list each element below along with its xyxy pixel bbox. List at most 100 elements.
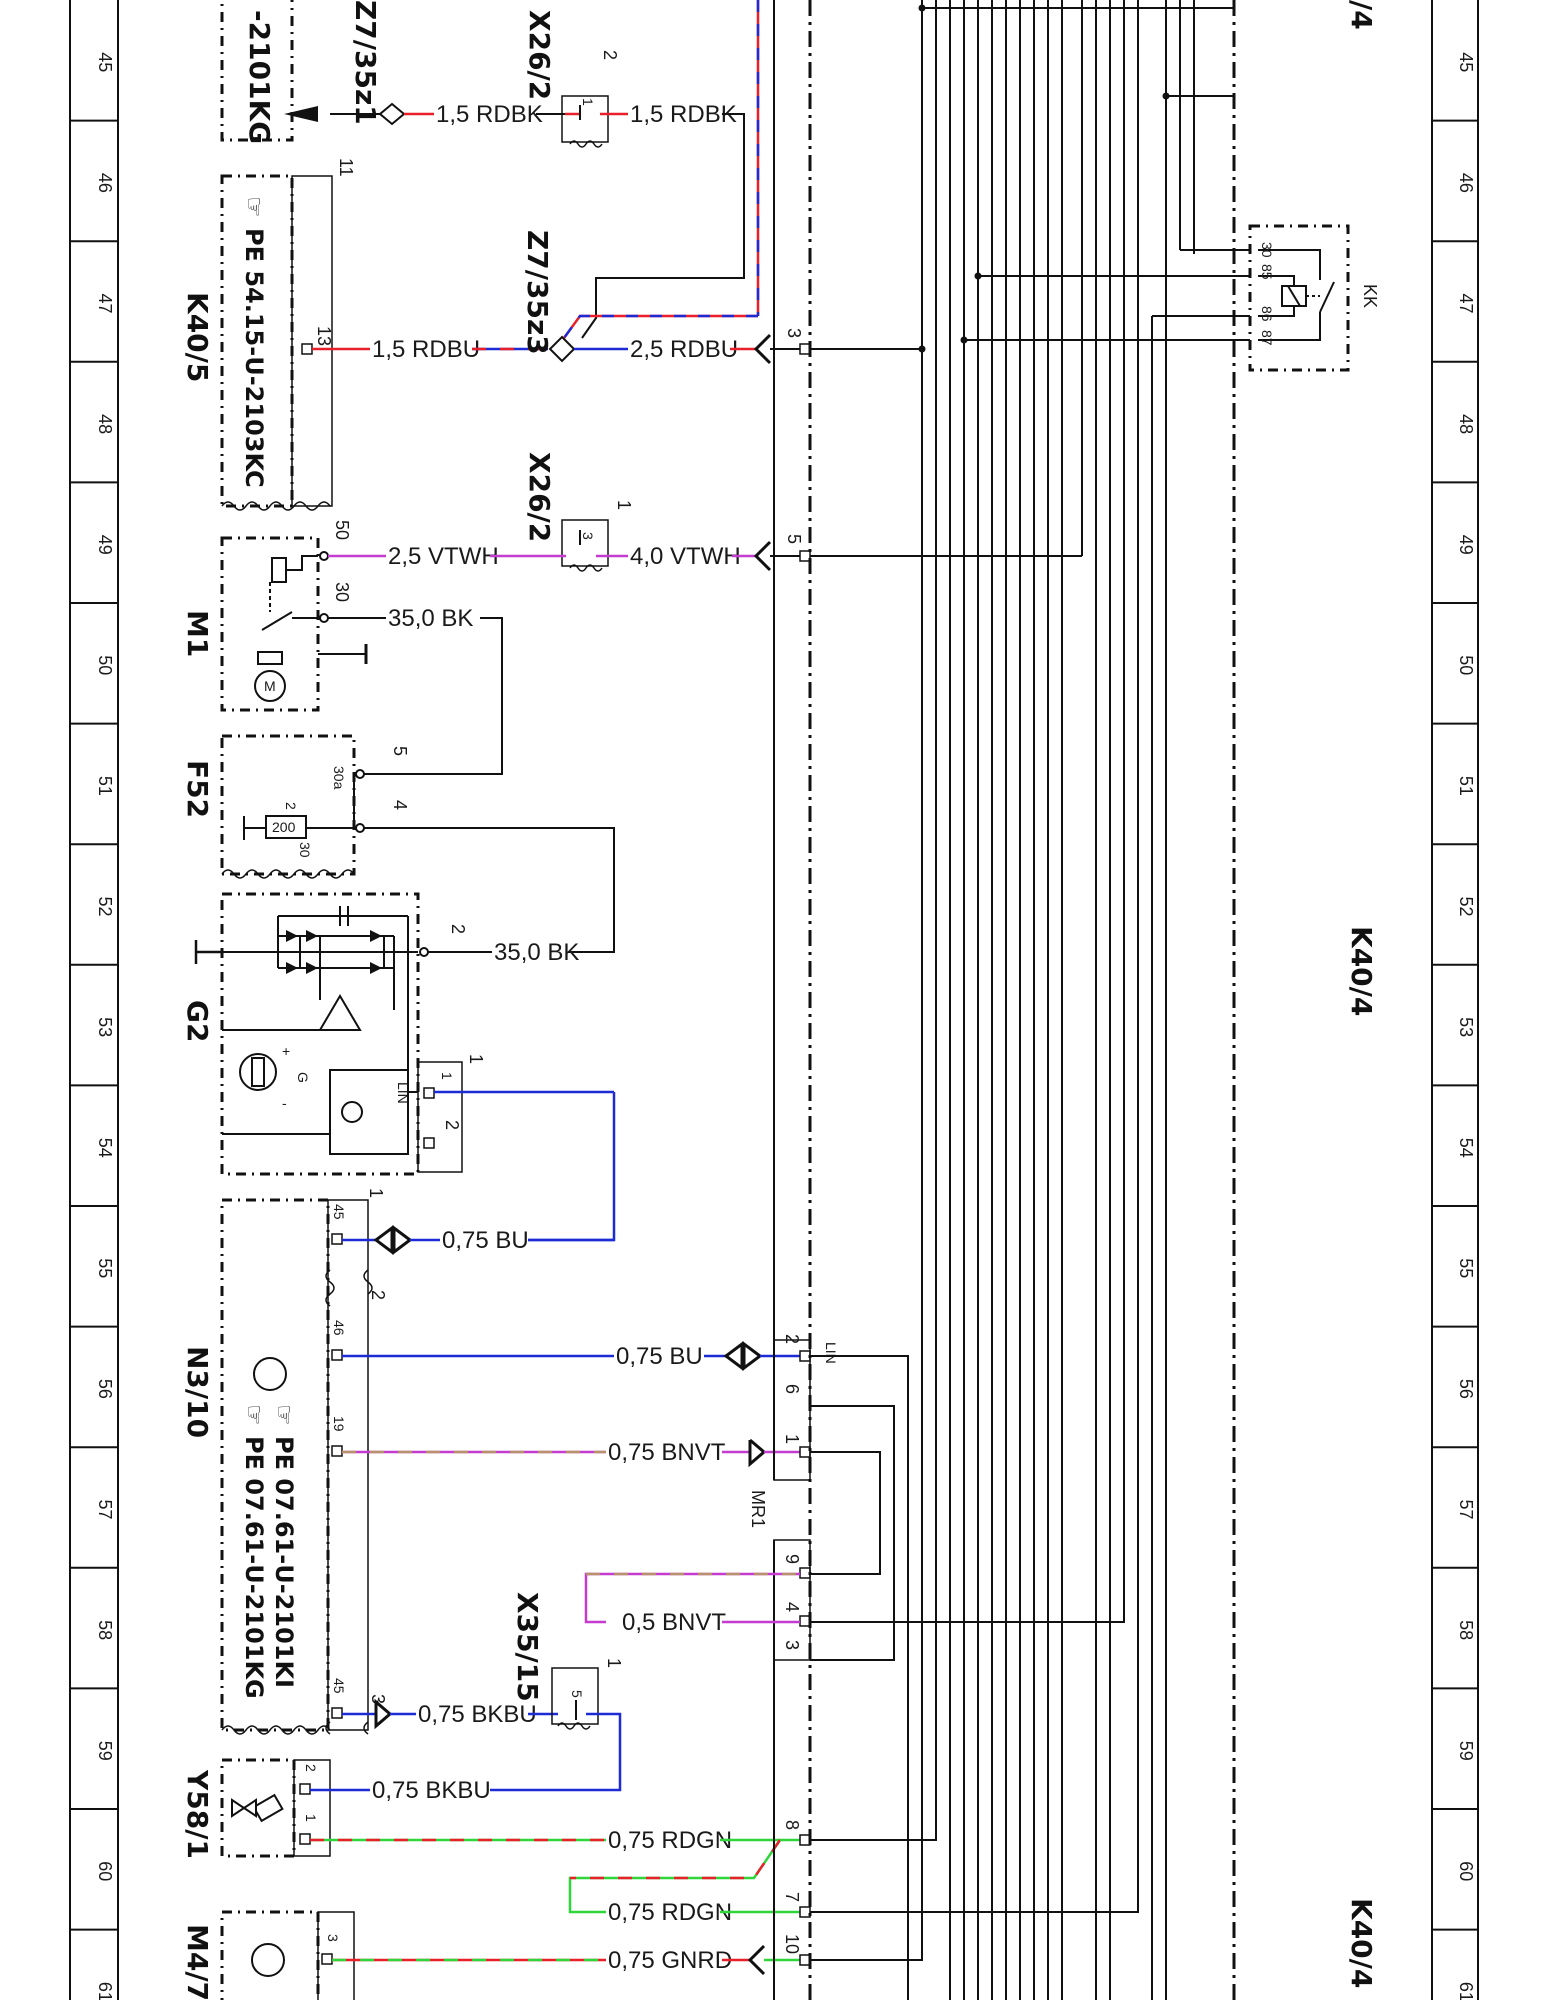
right-ruler-number: 53 <box>1456 1017 1476 1037</box>
svg-text:1: 1 <box>466 1054 486 1064</box>
right-ruler-number: 61 <box>1456 1982 1476 2000</box>
right-ruler-number: 59 <box>1456 1741 1476 1761</box>
left-ruler-number: 50 <box>95 655 115 675</box>
motor-icon <box>254 670 286 702</box>
left-ruler-number: 56 <box>95 1379 115 1399</box>
left-ruler-number: 55 <box>95 1258 115 1278</box>
left-ruler-number: 57 <box>95 1500 115 1520</box>
svg-text:LIN: LIN <box>395 1082 411 1104</box>
y58-1-label: Y58/1 <box>181 1769 214 1859</box>
svg-text:1: 1 <box>614 500 634 510</box>
n3-10-box <box>220 1198 330 1732</box>
svg-text:1: 1 <box>604 1658 624 1668</box>
svg-text:2: 2 <box>283 802 299 810</box>
svg-text:3: 3 <box>368 1694 388 1704</box>
svg-text:3: 3 <box>325 1934 341 1942</box>
svg-text:3: 3 <box>784 328 804 338</box>
svg-text:3: 3 <box>580 532 596 540</box>
k40-4-mid-label: K40/4 <box>1345 926 1378 1016</box>
svg-text:30: 30 <box>297 842 313 858</box>
wire-label-w7: 35,0 BK <box>388 605 473 632</box>
svg-text:2: 2 <box>442 1120 462 1130</box>
svg-text:+: + <box>282 1043 290 1059</box>
left-ruler-number: 47 <box>95 294 115 314</box>
svg-text:13: 13 <box>314 326 334 346</box>
wire-label-w8: 35,0 BK <box>494 939 579 966</box>
valve-icon <box>231 1798 246 1818</box>
z7-35z3-label: Z7/35z3 <box>521 230 554 355</box>
left-ruler-number: 48 <box>95 414 115 434</box>
left-ruler-number: 54 <box>95 1138 115 1158</box>
svg-text:4: 4 <box>782 1602 802 1612</box>
svg-text:4: 4 <box>390 800 410 810</box>
svg-text:M: M <box>264 678 276 694</box>
k40-4-bottom-label: K40/4 <box>1345 1898 1378 1988</box>
wire-label-w11: 0,75 BNVT <box>608 1439 726 1466</box>
svg-text:1: 1 <box>439 1072 455 1080</box>
x35-15-label: X35/15 <box>511 1592 544 1702</box>
k40-5-box <box>220 174 294 508</box>
wire-label-w9: 0,75 BU <box>442 1227 529 1254</box>
regulator-box <box>329 1069 409 1155</box>
right-ruler-number: 54 <box>1456 1138 1476 1158</box>
hand-icon: ☞ <box>240 196 268 218</box>
k40-4-top-label: /4 <box>1345 0 1378 30</box>
left-ruler-number: 52 <box>95 897 115 917</box>
svg-text:5: 5 <box>784 534 804 544</box>
svg-text:30: 30 <box>332 582 352 602</box>
svg-text:6: 6 <box>782 1384 802 1394</box>
wire-label-w2: 1,5 RDBK <box>630 101 737 128</box>
svg-text:1: 1 <box>580 98 596 106</box>
svg-text:5: 5 <box>390 746 410 756</box>
left-ruler-number: 45 <box>95 52 115 72</box>
z7-35z1-label: Z7/35z1 <box>349 0 382 125</box>
svg-text:19: 19 <box>331 1416 347 1432</box>
left-ruler-number: 58 <box>95 1620 115 1640</box>
wire-label-w10: 0,75 BU <box>616 1343 703 1370</box>
svg-text:2: 2 <box>600 50 620 60</box>
svg-text:2: 2 <box>782 1334 802 1344</box>
right-ruler-number: 55 <box>1456 1258 1476 1278</box>
wire-label-w13: 0,75 BKBU <box>418 1701 537 1728</box>
ruler-ticks: 4546474849505152535455565758596061454647… <box>70 52 1478 2000</box>
x26-2-mid-box <box>561 519 609 567</box>
svg-text:-: - <box>282 1095 287 1111</box>
rotor-icon <box>239 1053 277 1091</box>
k40-5-label: K40/5 <box>181 292 214 382</box>
wire-label-w12: 0,5 BNVT <box>622 1609 726 1636</box>
n3-10-ref2: PE 07.61-U-2101KI <box>270 1436 298 1688</box>
right-ruler-number: 58 <box>1456 1620 1476 1640</box>
k40-top-box <box>220 0 294 142</box>
wire-label-w6: 4,0 VTWH <box>630 543 741 570</box>
transistor-icon <box>341 1101 363 1123</box>
solenoid-icon <box>271 557 287 583</box>
svg-text:2: 2 <box>448 924 468 934</box>
svg-text:10: 10 <box>782 1934 802 1954</box>
valve-coil-icon <box>252 1793 284 1823</box>
svg-text:1: 1 <box>366 1188 386 1198</box>
svg-text:86: 86 <box>1259 306 1275 322</box>
wire-label-w4: 2,5 RDBU <box>630 336 738 363</box>
svg-text:87: 87 <box>1259 330 1275 346</box>
hand-icon: ☞ <box>270 1404 298 1426</box>
svg-text:30: 30 <box>1259 242 1275 258</box>
svg-text:85: 85 <box>1259 264 1275 280</box>
svg-text:200: 200 <box>272 819 296 835</box>
left-ruler-number: 59 <box>95 1741 115 1761</box>
right-ruler-number: 46 <box>1456 173 1476 193</box>
connector-arrow-icon <box>753 333 772 365</box>
svg-text:2: 2 <box>303 1764 319 1772</box>
svg-text:45: 45 <box>331 1204 347 1220</box>
right-ruler-number: 47 <box>1456 294 1476 314</box>
arrow-left-icon <box>284 106 318 122</box>
hand-icon: ☞ <box>240 1404 268 1426</box>
wire-label-w5: 2,5 VTWH <box>388 543 499 570</box>
right-ruler-number: 60 <box>1456 1861 1476 1881</box>
wire-label-w16: 0,75 RDGN <box>608 1899 732 1926</box>
right-ruler-number: 50 <box>1456 655 1476 675</box>
f52-label: F52 <box>181 760 214 818</box>
mr1-label: MR1 <box>748 1490 768 1528</box>
svg-text:50: 50 <box>332 520 352 540</box>
control-unit-icon <box>253 1357 287 1391</box>
